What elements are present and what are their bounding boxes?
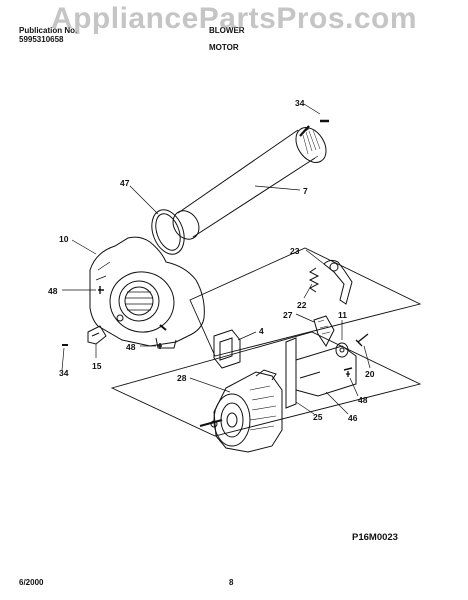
callout-7: 7 [303, 186, 308, 196]
callout-34-top: 34 [295, 98, 305, 108]
site-watermark: AppliancePartsPros.com [50, 2, 418, 35]
drive-motor-part [199, 369, 283, 453]
callout-22: 22 [297, 300, 307, 310]
idler-mount-part [285, 337, 357, 409]
callout-15: 15 [92, 361, 102, 371]
callout-leader-lines [61, 103, 371, 415]
callout-27: 27 [283, 310, 293, 320]
callout-11: 11 [338, 310, 347, 320]
publication-label: Publication No. [19, 26, 78, 35]
idler-bracket-part [323, 259, 353, 305]
upper-platform-outline [189, 247, 422, 357]
motor-mount-bracket-part [213, 329, 241, 369]
callout-25: 25 [313, 412, 323, 422]
thermostat-part [87, 325, 107, 345]
footer-date: 6/2000 [19, 578, 44, 587]
mount-screw-part [346, 371, 350, 377]
callout-48-left: 48 [48, 286, 58, 296]
blower-housing-part [89, 236, 205, 349]
drawing-code: P16M0023 [352, 532, 398, 543]
publication-number: 5995310658 [19, 35, 64, 44]
seal-ring-part [151, 209, 185, 255]
callout-28: 28 [177, 373, 187, 383]
callout-10: 10 [59, 234, 69, 244]
idler-bolt-part [355, 333, 369, 347]
section-title: MOTOR [209, 43, 239, 52]
callout-34-bottom: 34 [59, 368, 69, 378]
callout-46: 46 [348, 413, 358, 423]
idler-spring-part [308, 267, 320, 293]
housing-screw-part [98, 286, 104, 294]
callout-48-mid: 48 [126, 342, 136, 352]
callout-47: 47 [120, 178, 130, 188]
footer-page-number: 8 [229, 578, 234, 587]
idler-arm-part [313, 315, 335, 347]
callout-48-right: 48 [358, 395, 368, 405]
callout-23: 23 [290, 246, 300, 256]
housing-screw-part [158, 343, 162, 349]
duct-tube-part [172, 125, 327, 240]
lower-platform-outline [110, 331, 422, 437]
section-name: BLOWER [209, 26, 245, 35]
callout-4: 4 [259, 326, 264, 336]
idler-pulley-part [335, 342, 349, 358]
callout-20: 20 [365, 369, 375, 379]
